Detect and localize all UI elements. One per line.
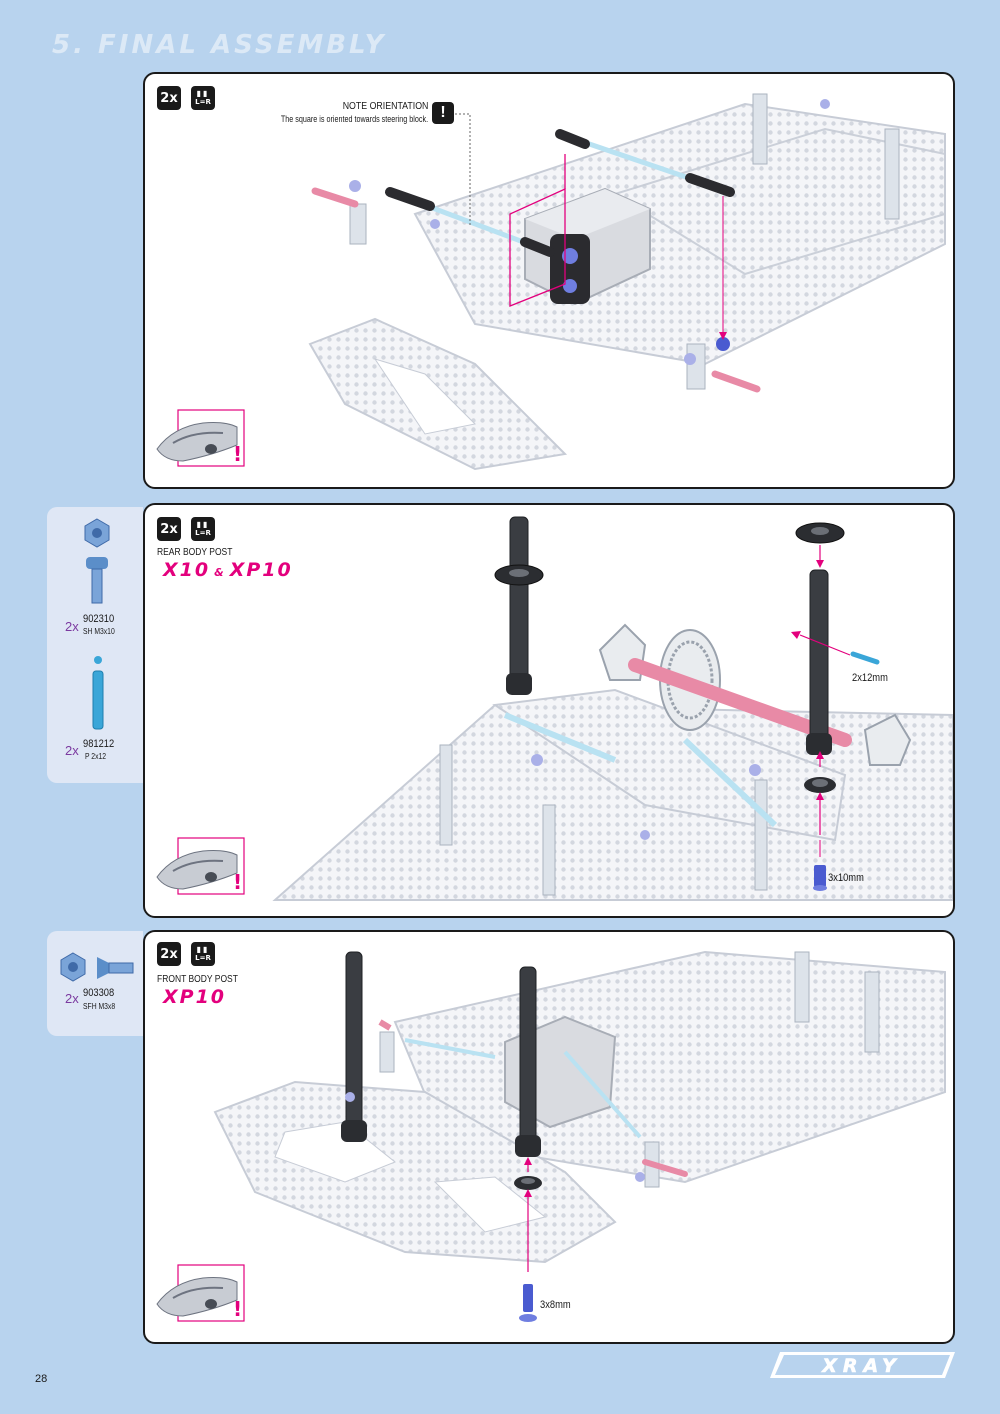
part-spec: SFH M3x8 [83,1002,116,1011]
page-number: 28 [35,1373,48,1385]
quantity-badge: 2x [157,517,181,541]
left-equals-right-badge: ▮▮L=R [191,942,215,966]
quantity-badge: 2x [157,86,181,110]
screw-dimension: 3x8mm [540,1299,571,1311]
xray-logo: XRAY [770,1352,955,1378]
steering-assembly-illustration [308,93,946,471]
step-3-panel: 2x ▮▮L=R FRONT BODY POST XP10 [143,930,955,1344]
parts-sidebar-step-2: 2x 902310 SH M3x10 2x 981212 P 2x12 [47,507,143,783]
model-names: XP10 [163,986,227,1008]
part-qty: 2x [65,619,79,634]
car-warning-icon: ! [153,1264,245,1322]
step-2-panel: 2x ▮▮L=R REAR BODY POST X10&XP10 [143,503,955,918]
front-body-post-illustration [213,950,946,1322]
screw-dimension: 3x10mm [828,872,864,884]
svg-text:XRAY: XRAY [821,1355,902,1377]
step-label: FRONT BODY POST [157,974,238,985]
part-spec: SH M3x10 [83,627,115,636]
svg-text:!: ! [233,870,242,894]
left-equals-right-badge: ▮▮L=R [191,517,215,541]
note-text: The square is oriented towards steering … [280,114,428,124]
socket-head-screw-icon [84,518,110,604]
svg-text:!: ! [233,442,242,466]
part-number: 981212 [83,738,115,750]
pin-dimension: 2x12mm [852,672,888,684]
part-qty: 2x [65,991,79,1006]
part-qty: 2x [65,743,79,758]
step-1-panel: 2x ▮▮L=R NOTE ORIENTATION The square is … [143,72,955,489]
note-heading: NOTE ORIENTATION [342,101,428,112]
part-number: 902310 [83,613,115,625]
section-title: 5. FINAL ASSEMBLY [52,30,387,60]
car-warning-icon: ! [153,409,245,467]
part-spec: P 2x12 [85,752,107,761]
warning-icon: ! [432,102,454,124]
left-equals-right-badge: ▮▮L=R [191,86,215,110]
step-label: REAR BODY POST [157,547,233,558]
rear-body-post-illustration [272,516,953,901]
parts-sidebar-step-3: 2x 903308 SFH M3x8 [47,931,143,1036]
model-names: X10&XP10 [163,559,293,581]
part-number: 903308 [83,987,115,999]
flat-head-screw-icon [60,952,134,982]
car-warning-icon: ! [153,837,245,895]
svg-text:!: ! [233,1297,242,1321]
pin-icon [92,656,104,730]
quantity-badge: 2x [157,942,181,966]
